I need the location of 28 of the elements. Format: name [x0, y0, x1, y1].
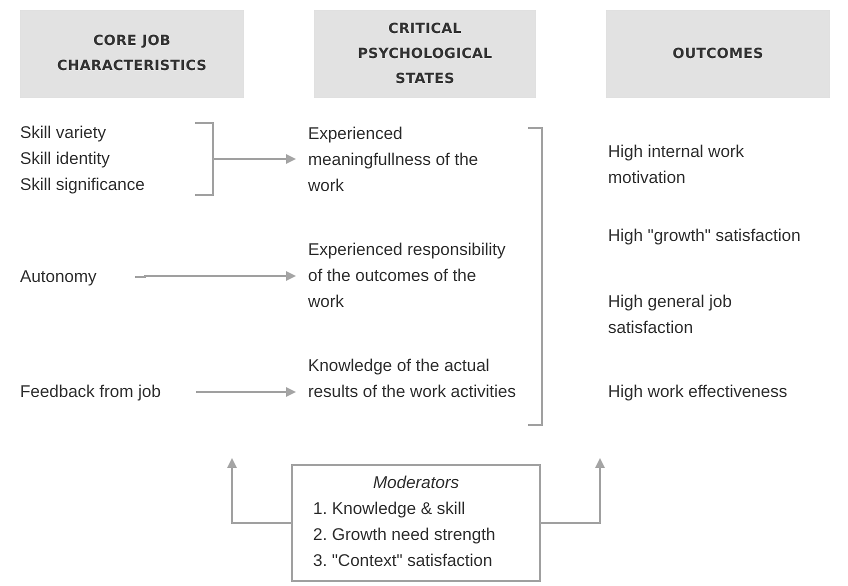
node-text: Feedback from job — [20, 381, 162, 403]
column-header — [314, 10, 536, 98]
node-text: High general job satisfaction — [608, 291, 733, 339]
list-item: 2. Growth need strength — [313, 524, 496, 546]
node-text: Experienced meaningfullness of the work — [308, 123, 480, 197]
node-text: Autonomy — [20, 266, 98, 288]
column-header — [606, 10, 830, 98]
node-text: High "growth" satisfaction — [608, 225, 802, 247]
node-text: Knowledge of the actual results of the work activities — [308, 355, 517, 403]
node-text: Skill variety — [20, 122, 107, 144]
box-title: Moderators — [373, 472, 459, 494]
column-header — [20, 10, 244, 98]
node-text: Experienced responsibility of the outcomes of the work — [308, 239, 506, 313]
node-text: Skill identity — [20, 148, 111, 170]
arrow — [135, 271, 296, 281]
header-text: OUTCOMES — [672, 44, 764, 64]
arrow — [194, 122, 296, 196]
node-text: Skill significance — [20, 174, 146, 196]
node-text: High internal work motivation — [608, 141, 746, 189]
arrow — [541, 458, 605, 524]
arrow — [196, 387, 296, 397]
node-text: High work effectiveness — [608, 381, 788, 403]
header-text: CORE JOB CHARACTERISTICS — [56, 32, 208, 76]
arrow — [227, 458, 291, 524]
list-item: 3. "Context" satisfaction — [313, 550, 492, 572]
moderators-box — [291, 464, 541, 582]
list-item: 1. Knowledge & skill — [313, 498, 466, 520]
header-text: CRITICAL PSYCHOLOGICAL STATES — [356, 20, 494, 88]
